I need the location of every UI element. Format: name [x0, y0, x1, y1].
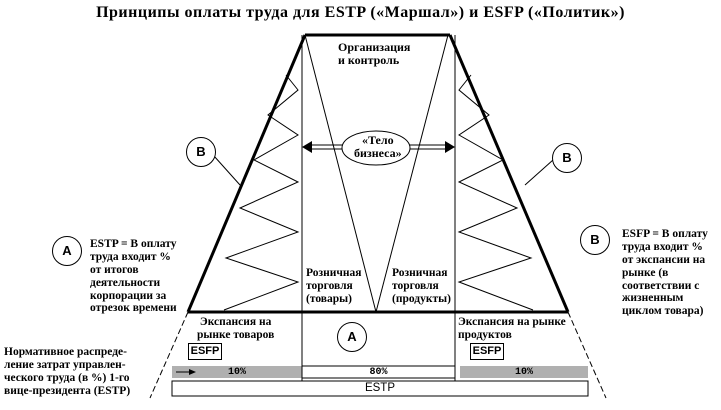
- apex-label: Организация и контроль: [338, 40, 411, 68]
- marker-b-right: B: [552, 143, 582, 173]
- estp-description: ESTP = В оплату труда входит % от итогов…: [90, 238, 177, 315]
- norm-description: Нормативное распреде- ление затрат управ…: [4, 346, 131, 397]
- expansion-goods-label: Экспансия на рынке товаров: [197, 316, 275, 341]
- b-right-connector: [524, 159, 554, 186]
- inner-v-left: [304, 34, 377, 313]
- bar-right-segment: [460, 366, 588, 378]
- expansion-products-label: Экспансия на рынке продуктов: [458, 316, 566, 341]
- right-trapezoid-side: [448, 34, 570, 313]
- bar-left-segment: [172, 366, 302, 378]
- pointer-arrow-head: [189, 369, 196, 375]
- bar-mid-segment: [301, 365, 456, 379]
- marker-a-center: A: [337, 322, 367, 352]
- inner-v-right: [375, 34, 449, 313]
- esfp-tag-left: ESFP: [188, 343, 222, 360]
- arrowhead-left: [302, 141, 312, 153]
- estp-bar: [171, 380, 589, 397]
- marker-a-left: A: [52, 236, 82, 266]
- marker-b-left: B: [186, 137, 216, 167]
- bar-left-percent: 10%: [227, 367, 246, 378]
- page-title: Принципы оплаты труда для ESTP («Маршал»…: [96, 4, 625, 21]
- retail-products-label: Розничная торговля (продукты): [392, 267, 451, 305]
- right-zigzag: [457, 74, 534, 311]
- bar-right-percent: 10%: [514, 367, 533, 378]
- core-label: «Тело бизнеса»: [354, 133, 402, 161]
- core-ellipse: [341, 130, 411, 166]
- retail-goods-label: Розничная торговля (товары): [306, 267, 362, 305]
- esfp-description: ESFP = В оплату труда входит % от экспан…: [622, 228, 708, 318]
- esfp-tag-right: ESFP: [470, 343, 504, 360]
- estp-bar-label: ESTP: [364, 382, 396, 394]
- left-zigzag: [223, 74, 300, 311]
- bar-mid-percent: 80%: [369, 367, 388, 378]
- b-left-connector: [213, 155, 241, 186]
- marker-b-far-right: B: [580, 225, 610, 255]
- left-extension-line: [149, 311, 189, 399]
- right-extension-line: [567, 311, 607, 399]
- arrowhead-right: [445, 141, 455, 153]
- left-trapezoid-side: [186, 34, 307, 313]
